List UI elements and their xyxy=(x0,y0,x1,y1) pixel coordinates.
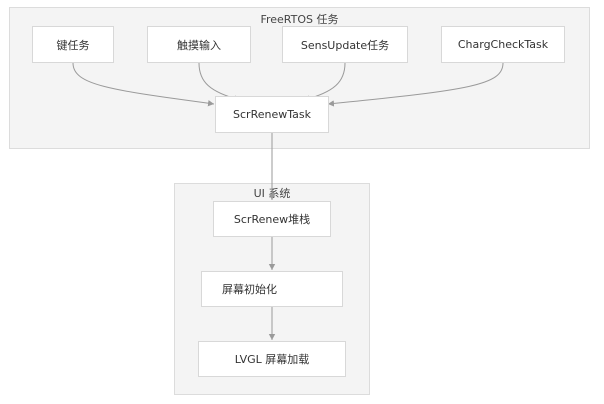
node-touch-input: 触摸输入 xyxy=(147,26,251,63)
freertos-group-title: FreeRTOS 任务 xyxy=(260,13,339,26)
edge-sens-update-to-scrrenew xyxy=(303,62,346,102)
node-scr-renew-stack: ScrRenew堆栈 xyxy=(213,201,331,237)
edge-key-task-to-scrrenew xyxy=(72,62,215,107)
edge-charg-check-to-scrrenew xyxy=(327,62,504,107)
node-sens-update-task: SensUpdate任务 xyxy=(282,26,408,63)
node-lvgl-screen-load: LVGL 屏幕加载 xyxy=(198,341,346,377)
edge-touch-input-to-scrrenew xyxy=(198,62,241,102)
node-key-task: 键任务 xyxy=(32,26,114,63)
node-screen-init: 屏幕初始化 xyxy=(201,271,343,307)
node-charg-check-task: ChargCheckTask xyxy=(441,26,565,63)
node-scr-renew-task: ScrRenewTask xyxy=(215,96,329,133)
